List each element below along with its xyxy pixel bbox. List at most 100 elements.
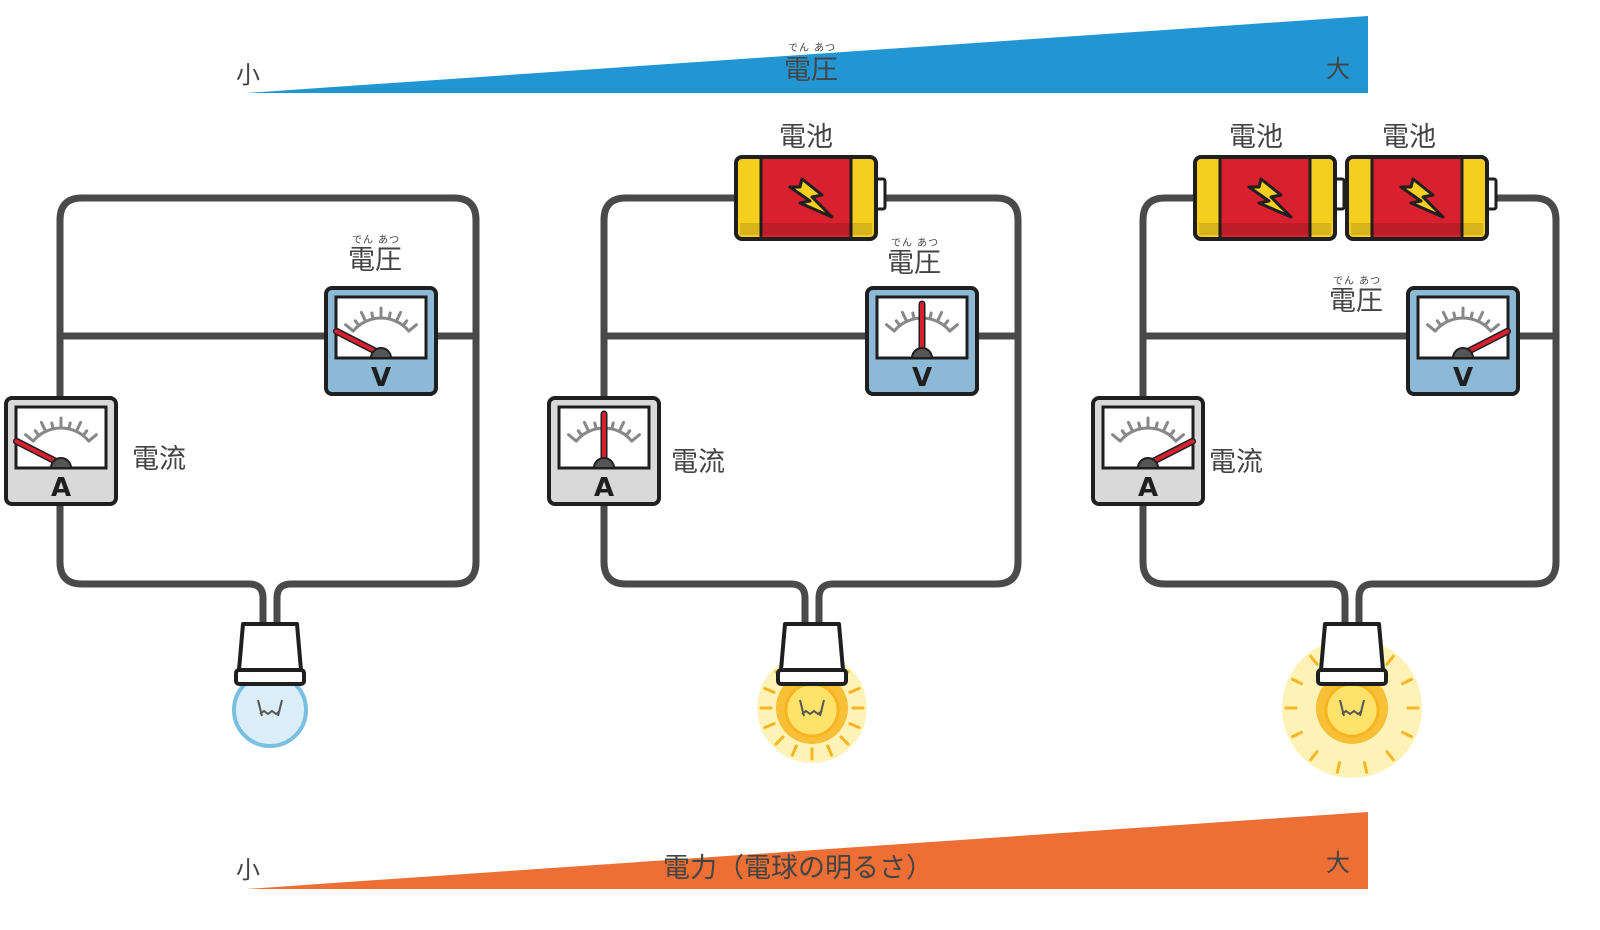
voltmeter-ruby-1: でん あつ [352,235,401,246]
voltmeter-2-tick [948,323,959,333]
light-bulb-2-ray [763,722,776,730]
power-scale-min-label: 小 [236,856,260,884]
battery-label-3-2: 電池 [1382,122,1436,153]
lightning-icon [1247,177,1293,219]
ammeter-3-tick [1111,433,1122,443]
battery-3-1-shade [1199,223,1331,235]
voltmeter-1-pivot [369,347,393,359]
ammeter-1-arc [32,426,90,443]
ammeter-2-tick [567,433,578,443]
ammeter-1: A [4,396,118,506]
light-bulb-3 [1282,622,1422,778]
voltmeter-ruby-2: でん あつ [891,238,940,249]
voltage-scale-max-label: 大 [1326,55,1350,83]
voltmeter-label-1: 電圧 [348,245,402,276]
light-bulb-2 [757,622,867,763]
light-bulb-3-ray [1335,761,1342,774]
voltmeter-2-pivot [910,347,934,359]
light-bulb-2-ray [763,686,776,694]
circuit-wires-2 [600,194,1022,632]
light-bulb-3-ray [1291,677,1304,686]
voltmeter-2-tick [885,323,896,333]
light-bulb-2-ray [848,686,861,694]
voltmeter-3-arc [1434,316,1492,333]
outer-wire [56,194,480,632]
voltage-scale-ruby: でん あつ [788,43,837,54]
voltmeter-3: V [1406,286,1520,396]
light-bulb-2-ray [839,735,850,746]
light-bulb-1-filament [257,699,283,717]
light-bulb-2-ray [848,722,861,730]
voltmeter-ruby-3: でん あつ [1333,276,1382,287]
ammeter-3-tick [1174,433,1185,443]
ammeter-2-tick [630,433,641,443]
light-bulb-3-ray [1309,750,1319,762]
outer-wire [600,194,1022,632]
light-bulb-2-globe [784,682,840,738]
voltmeter-3-tick [1426,323,1437,333]
ammeter-2: A [547,396,661,506]
light-bulb-2-ray [790,744,798,757]
battery-3-2 [1345,155,1498,241]
light-bulb-3-ray [1362,761,1369,774]
light-bulb-2-filament [799,699,825,717]
ammeter-1-tick [87,433,98,443]
battery-label-2-1: 電池 [779,122,833,153]
battery-3-1 [1193,155,1346,241]
voltage-scale-min-label: 小 [236,61,260,89]
voltmeter-1-tick [344,323,355,333]
battery-label-3-1: 電池 [1229,122,1283,153]
ammeter-1-tick [24,433,35,443]
ammeter-3-arc [1119,426,1177,443]
voltmeter-1-arc [352,316,410,333]
light-bulb-2-socket [779,622,845,672]
light-bulb-3-ray [1385,750,1395,762]
power-scale-max-label: 大 [1326,849,1350,877]
voltage-scale-label: 電圧 [784,55,838,86]
circuit-wires-1 [56,194,480,632]
voltmeter-2-letter: V [912,363,932,393]
voltmeter-3-letter: V [1453,363,1473,393]
voltmeter-2: V [865,286,979,396]
battery-2-1 [734,155,887,241]
ammeter-label-2: 電流 [671,447,725,478]
ammeter-3-letter: A [1138,473,1158,503]
light-bulb-2-ray [774,735,785,746]
battery-3-2-shade [1351,223,1483,235]
light-bulb-3-filament [1339,699,1365,717]
voltmeter-1-tick [407,323,418,333]
ammeter-1-pivot [49,457,73,469]
light-bulb-3-socket [1319,622,1385,672]
light-bulb-1-collar [234,668,306,686]
light-bulb-3-ray [1385,654,1395,666]
voltmeter-label-2: 電圧 [887,248,941,279]
voltmeter-3-pivot [1451,347,1475,359]
lightning-icon [788,177,834,219]
light-bulb-3-globe [1324,682,1380,738]
light-bulb-1 [232,622,308,748]
light-bulb-2-collar [776,668,848,686]
ammeter-1-letter: A [51,473,71,503]
light-bulb-1-socket [237,622,303,672]
power-scale-wedge [246,812,1368,889]
ammeter-label-3: 電流 [1209,447,1263,478]
ammeter-2-pivot [592,457,616,469]
light-bulb-3-ray [1291,730,1304,739]
battery-2-1-shade [740,223,872,235]
light-bulb-3-collar [1316,668,1388,686]
voltmeter-1: V [324,286,438,396]
light-bulb-2-ray [826,744,834,757]
power-scale-label: 電力（電球の明るさ） [663,853,933,884]
ammeter-3: A [1091,396,1205,506]
voltmeter-label-3: 電圧 [1329,286,1383,317]
light-bulb-3-ray [1400,677,1413,686]
lightning-icon [1399,177,1445,219]
ammeter-label-1: 電流 [132,444,186,475]
light-bulb-3-ray [1309,654,1319,666]
ammeter-2-letter: A [594,473,614,503]
ammeter-3-pivot [1136,457,1160,469]
voltmeter-3-tick [1489,323,1500,333]
voltage-scale-wedge [246,16,1368,93]
